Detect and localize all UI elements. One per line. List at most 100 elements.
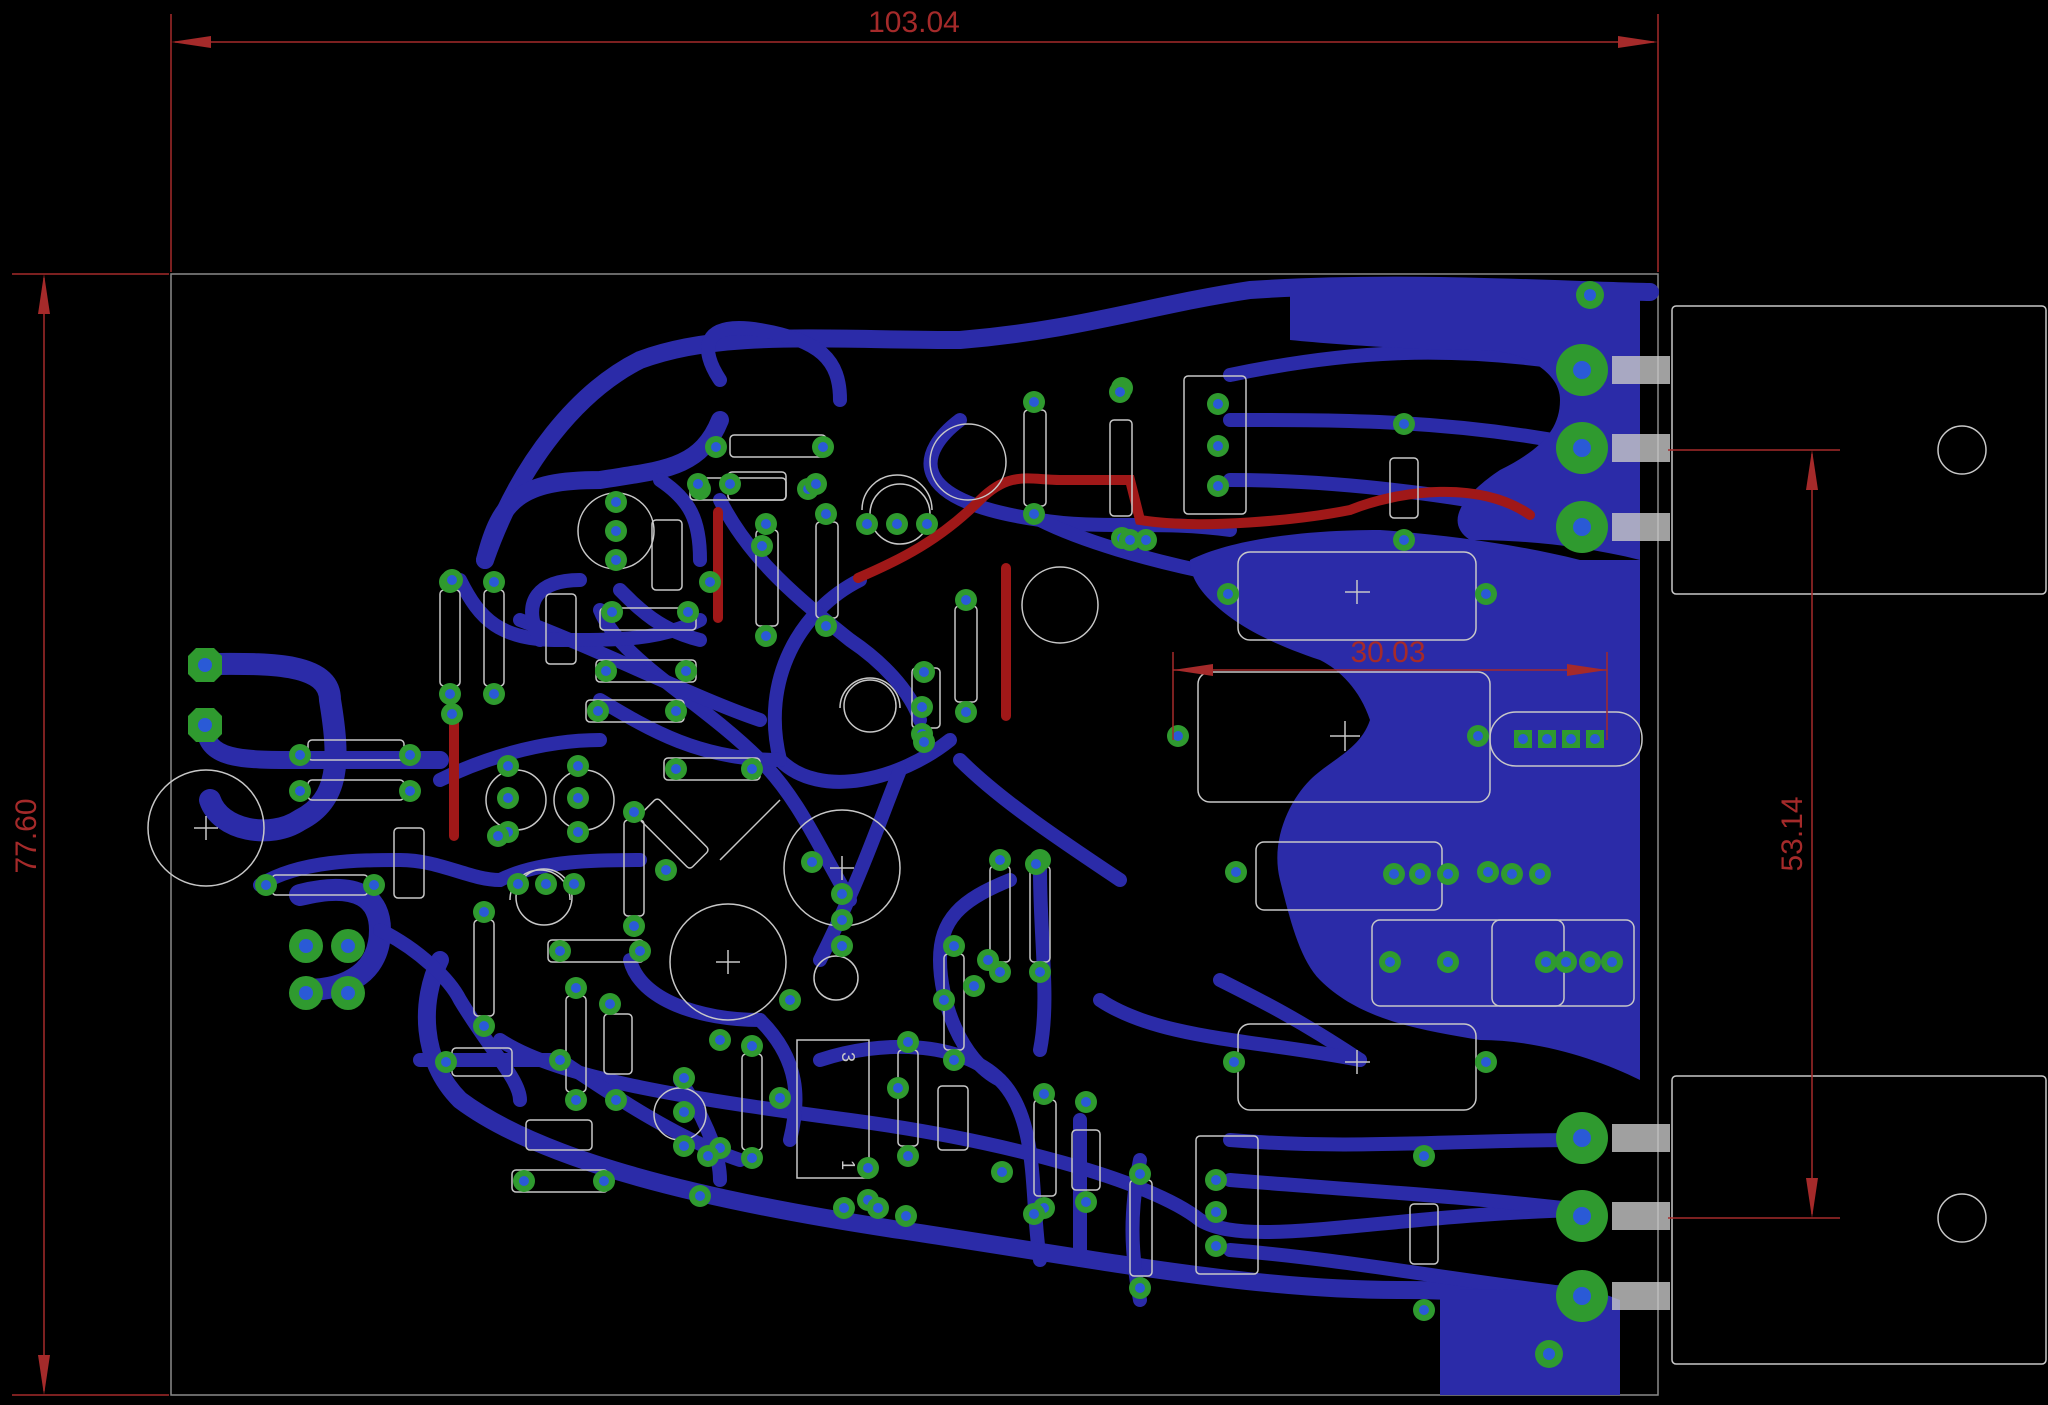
- via-pad: [955, 589, 977, 611]
- connector-pad: [1586, 730, 1604, 748]
- via-pad: [1579, 951, 1601, 973]
- via-pad: [913, 731, 935, 753]
- via-pad: [955, 701, 977, 723]
- via-pad: [1223, 1051, 1245, 1073]
- via-pad: [977, 949, 999, 971]
- via-pad: [507, 873, 529, 895]
- via-pad: [363, 874, 385, 896]
- power-pad: [1556, 501, 1608, 553]
- mount-pad: [1576, 281, 1604, 309]
- via-pad: [697, 1145, 719, 1167]
- via-pad: [1029, 961, 1051, 983]
- connector-pad: [1514, 730, 1532, 748]
- via-pad: [1501, 863, 1523, 885]
- via-pad: [513, 1170, 535, 1192]
- via-pad: [1217, 583, 1239, 605]
- via-pad: [751, 535, 773, 557]
- header-pad: [188, 648, 222, 682]
- trimmer-pin1-label: 1: [838, 1160, 858, 1170]
- via-pad: [741, 1147, 763, 1169]
- via-pad: [687, 473, 709, 495]
- via-pad: [887, 1077, 909, 1099]
- via-pad: [805, 473, 827, 495]
- via-pad: [943, 1049, 965, 1071]
- via-pad: [1129, 1277, 1151, 1299]
- via-pad: [1383, 863, 1405, 885]
- via-pad: [473, 1015, 495, 1037]
- via-pad: [1023, 503, 1045, 525]
- via-pad: [629, 940, 651, 962]
- via-pad: [831, 935, 853, 957]
- via-pad: [1225, 861, 1247, 883]
- via-pad: [1207, 393, 1229, 415]
- via-pad: [867, 1197, 889, 1219]
- power-pad: [1556, 1112, 1608, 1164]
- transistor-leg: [1612, 1282, 1670, 1310]
- board-width-dimension: 103.04: [868, 6, 960, 39]
- via-pad: [673, 1135, 695, 1157]
- transistor-leg: [1612, 513, 1670, 541]
- via-pad: [911, 696, 933, 718]
- via-pad: [991, 1161, 1013, 1183]
- via-pad: [831, 883, 853, 905]
- via-pad: [856, 513, 878, 535]
- connector-pad: [1562, 730, 1580, 748]
- via-pad: [1167, 725, 1189, 747]
- via-pad: [963, 975, 985, 997]
- via-pad: [567, 787, 589, 809]
- dimension-lines: [12, 14, 1840, 1396]
- via-pad: [741, 758, 763, 780]
- via-pad: [673, 1101, 695, 1123]
- mount-pad: [1535, 1340, 1563, 1368]
- board-outline: [170, 273, 1659, 1396]
- via-pad: [565, 977, 587, 999]
- via-pad: [435, 1051, 457, 1073]
- via-pad: [897, 1145, 919, 1167]
- via-pad: [1205, 1201, 1227, 1223]
- via-pad: [439, 683, 461, 705]
- via-pad: [399, 744, 421, 766]
- via-pad: [593, 1170, 615, 1192]
- power-pad: [1556, 1270, 1608, 1322]
- via-pad: [605, 1089, 627, 1111]
- trimmer-pin3-label: 3: [838, 1052, 858, 1062]
- via-pad: [769, 1087, 791, 1109]
- via-pad: [1075, 1091, 1097, 1113]
- via-pad: [623, 915, 645, 937]
- via-pad: [1129, 1163, 1151, 1185]
- via-pad: [933, 989, 955, 1011]
- via-pad: [605, 491, 627, 513]
- via-pad: [741, 1035, 763, 1057]
- via-pad: [599, 993, 621, 1015]
- via-pad: [1535, 951, 1557, 973]
- via-pad: [655, 859, 677, 881]
- via-pad: [1393, 413, 1415, 435]
- via-pad: [289, 780, 311, 802]
- silkscreen-marks: [194, 580, 1370, 1074]
- via-pad: [535, 873, 557, 895]
- bottom-copper-layer: [194, 276, 1659, 1395]
- via-pad: [779, 989, 801, 1011]
- power-pad: [1556, 344, 1608, 396]
- via-pad: [549, 940, 571, 962]
- transistor-leg: [1612, 1124, 1670, 1152]
- top-copper-layer: [449, 473, 1535, 841]
- via-pad: [289, 744, 311, 766]
- via-pad: [665, 758, 687, 780]
- via-pad: [587, 700, 609, 722]
- via-pad: [1135, 529, 1157, 551]
- via-pad: [1205, 1235, 1227, 1257]
- via-pad: [1555, 951, 1577, 973]
- via-pad: [815, 615, 837, 637]
- via-pad: [595, 660, 617, 682]
- silkscreen-layer: [147, 305, 2047, 1365]
- via-pad: [1025, 853, 1047, 875]
- connector-pad: [1538, 730, 1556, 748]
- via-pad: [943, 935, 965, 957]
- via-pad: [989, 849, 1011, 871]
- power-pad: [1556, 1190, 1608, 1242]
- via-pad: [567, 821, 589, 843]
- input-pad: [331, 976, 365, 1010]
- transistor-leg: [1612, 1202, 1670, 1230]
